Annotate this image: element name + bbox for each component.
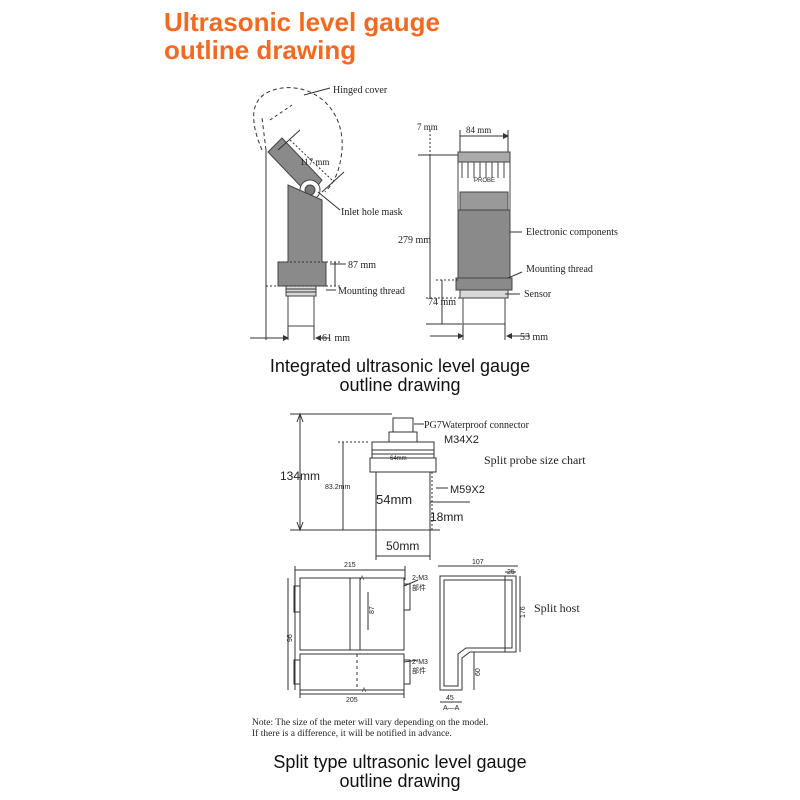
split-caption-line1: Split type ultrasonic level gauge	[273, 752, 527, 772]
split-host-front-view	[287, 566, 419, 698]
label-dim-7: 7 mm	[417, 122, 438, 132]
label-dim-279: 279 mm	[398, 235, 431, 246]
integrated-side-view	[250, 87, 346, 341]
label-host-section-aa: A—A	[443, 705, 460, 712]
label-host-m3-top: 2-M3	[412, 575, 428, 582]
split-probe-drawing	[290, 412, 470, 560]
label-dim-18: 18mm	[430, 510, 463, 524]
label-dim-50: 50mm	[386, 539, 419, 553]
label-dim-74: 74 mm	[428, 297, 456, 308]
main-title-line2: outline drawing	[164, 35, 357, 65]
label-dim-84: 84 mm	[466, 125, 491, 135]
integrated-front-view	[418, 130, 530, 340]
split-caption-line2: outline drawing	[339, 771, 461, 791]
integrated-caption-line2: outline drawing	[339, 375, 461, 395]
label-dim-61: 61 mm	[322, 333, 350, 344]
split-host-side-view	[438, 565, 521, 703]
label-dim-117: 117 mm	[300, 157, 329, 167]
label-inlet-hole-mask: Inlet hole mask	[341, 207, 403, 218]
label-dim-53: 53 mm	[520, 332, 548, 343]
size-note-line2: If there is a difference, it will be not…	[252, 729, 452, 739]
label-mounting-thread-1: Mounting thread	[338, 286, 405, 297]
label-host-176: 176	[520, 606, 527, 618]
label-dim-64: 64mm	[390, 456, 407, 462]
label-host-45: 45	[446, 695, 454, 702]
label-host-215: 215	[344, 562, 356, 569]
label-host-part-bottom: 部件	[412, 666, 426, 675]
label-split-host: Split host	[534, 601, 580, 615]
label-host-a-top: A	[360, 576, 364, 582]
label-host-107: 107	[472, 559, 484, 566]
label-mounting-thread-2: Mounting thread	[526, 264, 593, 275]
label-host-205: 205	[346, 697, 358, 704]
label-hinged-cover: Hinged cover	[333, 85, 388, 96]
label-host-part-top: 部件	[412, 583, 426, 592]
label-dim-87: 87 mm	[348, 260, 376, 271]
label-host-87: 87	[369, 606, 376, 614]
label-host-25: 25	[507, 569, 515, 576]
label-dim-134: 134mm	[280, 469, 320, 483]
label-host-a-bottom: A	[362, 688, 366, 694]
label-m59: M59X2	[450, 484, 485, 496]
size-note: Note: The size of the meter will vary de…	[252, 718, 488, 740]
label-dim-54: 54mm	[376, 492, 412, 507]
label-sensor: Sensor	[524, 289, 552, 300]
label-host-m3-bottom: 2-M3	[412, 659, 428, 666]
label-split-probe-chart: Split probe size chart	[484, 453, 586, 467]
label-host-60: 60	[475, 668, 482, 676]
size-note-line1: Note: The size of the meter will vary de…	[252, 718, 489, 728]
label-host-96: 96	[287, 634, 294, 642]
integrated-caption-line1: Integrated ultrasonic level gauge	[269, 356, 531, 376]
label-m34: M34X2	[444, 434, 479, 446]
label-dim-832: 83.2mm	[325, 484, 350, 491]
label-pg7: PG7Waterproof connector	[424, 420, 530, 431]
label-electronic-components: Electronic components	[526, 227, 618, 238]
main-title-line1: Ultrasonic level gauge	[164, 7, 440, 37]
front-brand-text: PROBE	[474, 178, 495, 184]
